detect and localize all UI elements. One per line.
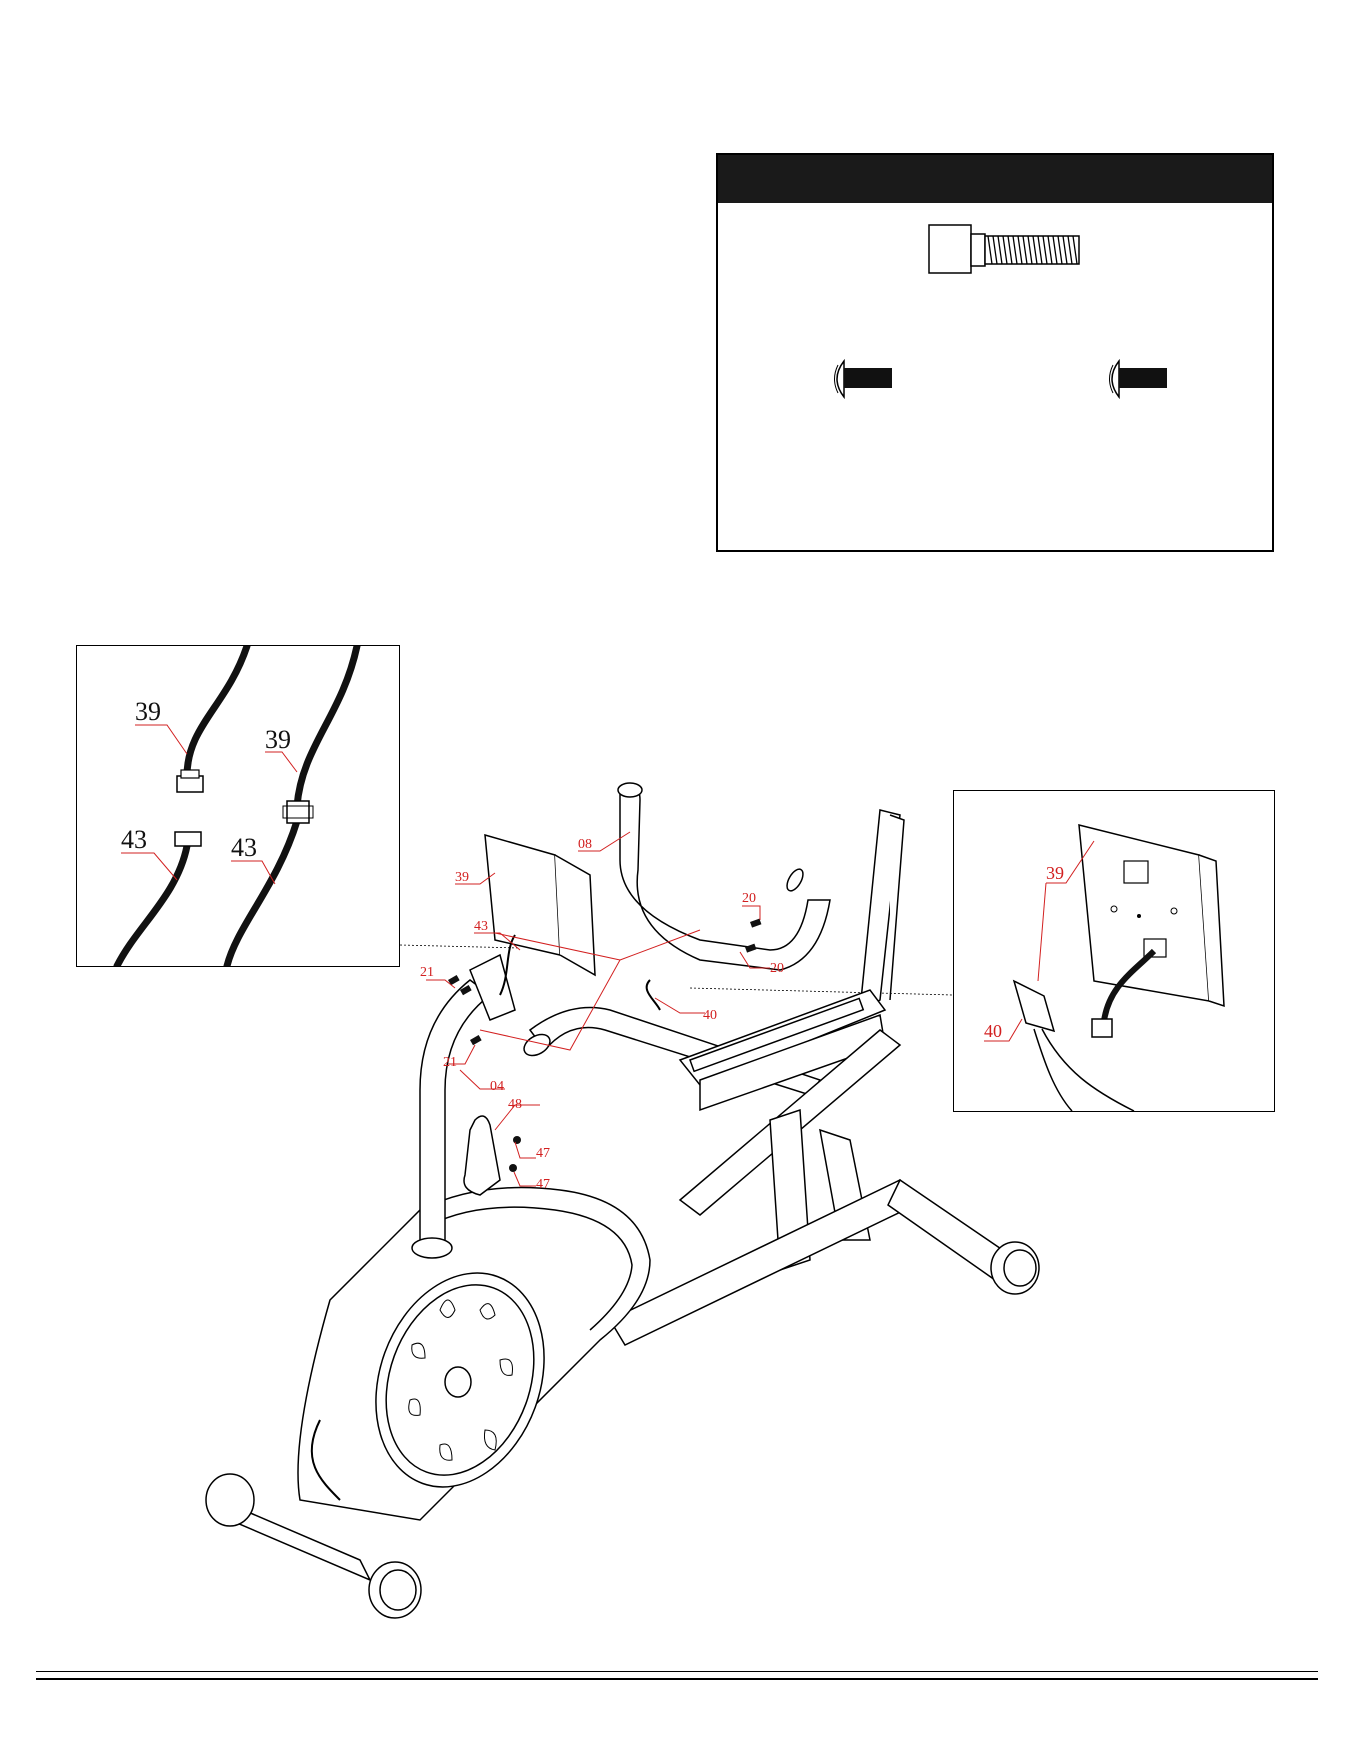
footer-rule-bottom bbox=[36, 1678, 1318, 1680]
part-label-47: 47 bbox=[536, 1146, 550, 1161]
bike-assembly-diagram: 08 39 43 20 20 21 21 40 04 48 47 47 bbox=[0, 0, 1358, 1680]
footer-rule-top bbox=[36, 1671, 1318, 1672]
part-label-20: 20 bbox=[742, 891, 756, 906]
part-label-21: 21 bbox=[420, 965, 434, 980]
part-label-48: 48 bbox=[508, 1097, 522, 1112]
part-label-39: 39 bbox=[455, 870, 469, 885]
part-label-20: 20 bbox=[770, 961, 784, 976]
part-label-43: 43 bbox=[474, 919, 488, 934]
part-label-40: 40 bbox=[703, 1008, 717, 1023]
part-label-47: 47 bbox=[536, 1177, 550, 1192]
part-label-08: 08 bbox=[578, 837, 592, 852]
part-label-21: 21 bbox=[443, 1055, 457, 1070]
part-label-04: 04 bbox=[490, 1079, 504, 1094]
